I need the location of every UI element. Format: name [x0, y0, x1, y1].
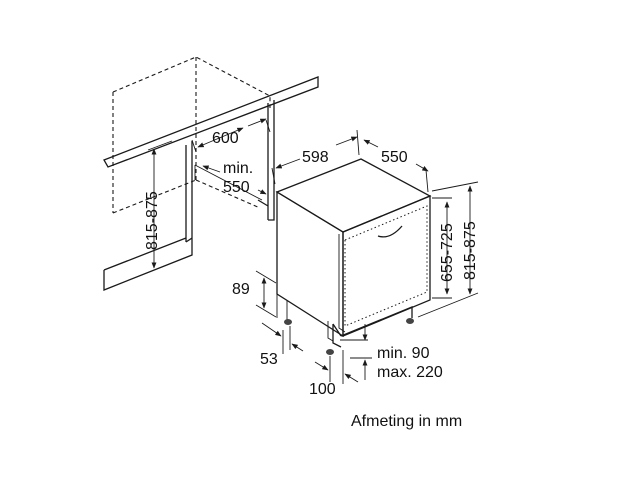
dim-appliance-depth — [363, 139, 429, 193]
door-panel-outline — [344, 205, 428, 327]
label-door-height: 655-725 — [439, 223, 456, 282]
label-min-width-2: 550 — [223, 179, 250, 196]
dim-foot-offset — [261, 322, 304, 354]
label-min-width-1: min. — [223, 160, 253, 177]
label-appliance-height: 815-875 — [462, 221, 479, 280]
dishwasher-side — [276, 190, 344, 338]
plinth-lower — [327, 321, 334, 342]
label-plinth-height: 89 — [232, 281, 250, 298]
dim-plinth-range — [340, 324, 372, 380]
door-inner-edge — [338, 234, 346, 333]
dim-foot-depth — [314, 350, 359, 384]
dim-appliance-height — [417, 181, 479, 318]
niche-left-panel — [103, 141, 193, 291]
dim-cavity-width — [191, 118, 271, 153]
label-plinth-min: min. 90 — [377, 345, 430, 362]
dim-cavity-height — [147, 140, 173, 269]
door-handle — [377, 225, 403, 238]
label-cavity-height: 815-875 — [144, 191, 161, 250]
dishwasher-top — [275, 158, 432, 233]
foot-rear-left — [284, 319, 292, 325]
label-appliance-width: 598 — [302, 149, 329, 166]
dishwasher-body — [275, 158, 432, 355]
label-foot-offset: 53 — [260, 351, 278, 368]
dim-plinth-height — [255, 270, 277, 318]
label-appliance-depth: 550 — [381, 149, 408, 166]
niche-floor-edge — [103, 237, 187, 271]
label-cavity-width: 600 — [212, 130, 239, 147]
label-plinth-max: max. 220 — [377, 364, 443, 381]
foot-front-right — [406, 318, 414, 324]
dishwasher-base-back — [276, 294, 288, 320]
caption: Afmeting in mm — [351, 413, 462, 430]
dim-min-width — [202, 165, 267, 195]
niche-inner-back — [194, 164, 263, 201]
label-foot-depth: 100 — [309, 381, 336, 398]
foot-front-left — [326, 349, 334, 355]
dishwasher-front — [342, 195, 431, 337]
dim-appliance-width — [271, 129, 360, 185]
niche-side-panel — [257, 100, 275, 221]
cabinet-niche — [103, 56, 319, 291]
worktop — [103, 76, 319, 168]
dim-door-height — [432, 197, 452, 299]
